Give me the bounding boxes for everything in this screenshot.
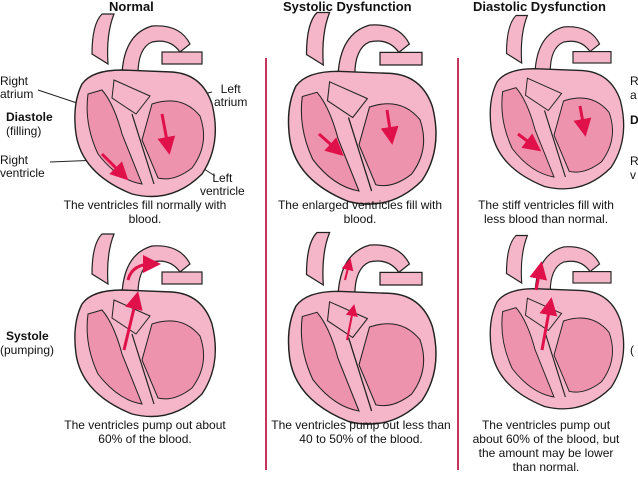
flow-arrow <box>126 255 161 281</box>
label-systole-sub: (pumping) <box>0 343 55 357</box>
heart-diastolic-diastole <box>489 14 625 190</box>
divider-left <box>265 58 267 470</box>
flow-arrow <box>157 113 176 155</box>
edge-letter: v <box>630 168 636 182</box>
edge-letter: ( <box>630 343 634 357</box>
label-diastole-sub: (filling) <box>6 124 42 138</box>
flow-arrow <box>573 105 592 137</box>
header-normal: Normal <box>109 0 154 14</box>
heart-systolic-systole <box>287 231 437 425</box>
label-systole: Systole <box>6 329 49 343</box>
heart-normal-systole <box>74 233 217 418</box>
edge-letter: R <box>630 74 638 88</box>
heart-normal-diastole <box>74 13 217 198</box>
edge-letter: a <box>630 88 637 102</box>
heart-systolic-diastole <box>287 11 437 205</box>
flow-arrow <box>517 132 542 152</box>
edge-letter: R <box>630 154 638 168</box>
caption-normal-diastole: The ventricles fill normally with blood. <box>63 198 227 226</box>
caption-diastolic-systole: The ventricles pump out about 60% of the… <box>472 418 620 474</box>
heart-diastolic-systole <box>489 234 625 410</box>
flow-arrow <box>100 152 129 181</box>
caption-normal-systole: The ventricles pump out about 60% of the… <box>64 418 226 446</box>
edge-letter: D <box>630 113 638 127</box>
flow-arrow <box>380 109 399 145</box>
flow-arrow <box>341 258 354 281</box>
flow-arrow <box>122 291 143 351</box>
flow-arrow <box>529 261 548 291</box>
caption-systolic-systole: The ventricles pump out less than 40 to … <box>271 418 451 446</box>
label-diastole: Diastole <box>6 110 53 124</box>
flow-arrow <box>539 297 558 351</box>
caption-systolic-diastole: The enlarged ventricles fill with blood. <box>277 198 443 226</box>
flow-arrow <box>318 132 344 156</box>
divider-right <box>457 58 459 470</box>
flow-arrow <box>345 304 358 341</box>
header-systolic-dysfunction: Systolic Dysfunction <box>283 0 412 14</box>
caption-diastolic-diastole: The stiff ventricles fill with less bloo… <box>478 198 614 226</box>
header-diastolic-dysfunction: Diastolic Dysfunction <box>473 0 606 14</box>
